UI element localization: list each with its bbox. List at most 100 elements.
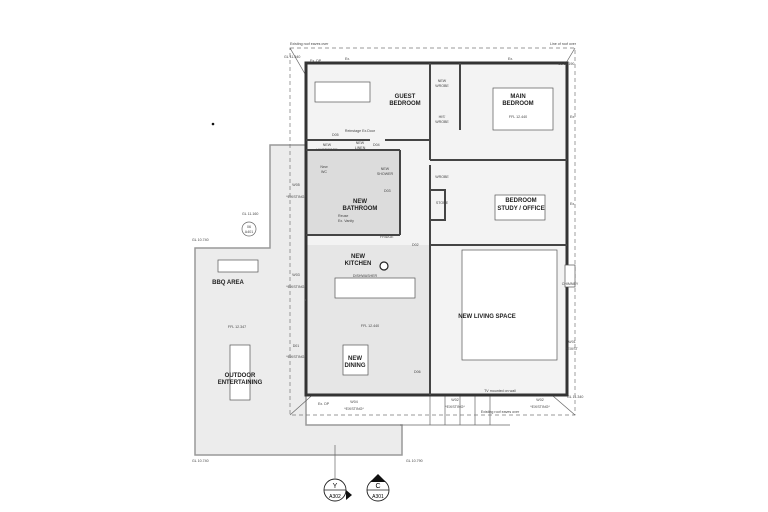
- ground-level: GL 11.340: [567, 395, 583, 399]
- ex-note: Ex.: [570, 202, 575, 206]
- eaves-note: Existing roof eaves over: [481, 410, 520, 414]
- ground-level: GL 11.540: [284, 55, 300, 59]
- door-tag: D06: [414, 370, 421, 374]
- svg-text:A301: A301: [372, 494, 384, 500]
- svg-text:A302: A302: [329, 494, 341, 500]
- window-tag: *EXISTING*: [286, 355, 306, 359]
- svg-text:Y: Y: [333, 483, 338, 490]
- wardrobe-label: WARDROBE: [316, 148, 338, 152]
- window-tag: W03: [292, 273, 299, 277]
- window-tag: *EXISTING*: [286, 195, 306, 199]
- window-tag: *EXIST: [566, 347, 579, 351]
- room-label-main: MAIN: [510, 94, 525, 100]
- ffl-label: FFL 12.347: [228, 325, 246, 329]
- dp-note: Ex. DP: [310, 59, 322, 63]
- room-label-outdoor: OUTDOOR: [225, 373, 256, 379]
- robe-label: HIS': [439, 115, 446, 119]
- shower-label: NEW: [381, 167, 390, 171]
- note: Reinstage Ex.Door: [345, 129, 376, 133]
- chimney: [564, 264, 576, 288]
- room-label-living: NEW LIVING SPACE: [458, 314, 516, 320]
- guest-bed: [314, 81, 371, 103]
- note: Reuse: [338, 214, 348, 218]
- room-label-main: BEDROOM: [502, 101, 533, 107]
- front-steps: [400, 395, 510, 426]
- ground-level: GL 11.160: [242, 212, 258, 216]
- window-tag: W01: [568, 340, 575, 344]
- section-marker-c[interactable]: C A301: [366, 474, 390, 502]
- roof-note: Line of roof over: [550, 42, 577, 46]
- svg-text:06: 06: [247, 225, 251, 229]
- wardrobe-label: NEW: [323, 143, 332, 147]
- section-marker-y[interactable]: Y A302: [323, 478, 352, 502]
- detail-reference: 06 A401: [241, 221, 257, 237]
- window-tag: *EXISTING*: [344, 407, 364, 411]
- bbq: [217, 259, 259, 273]
- dishwasher-label: DISHWASHER: [353, 274, 378, 278]
- sofa: [461, 249, 558, 361]
- robe-label: NEW: [438, 79, 447, 83]
- window-tag: W02: [536, 398, 543, 402]
- north-point: [379, 261, 389, 271]
- dp-note: Ex. DP: [318, 402, 330, 406]
- room-label-kitchen: KITCHEN: [345, 261, 372, 267]
- roof-note: Existing roof eaves over: [290, 42, 329, 46]
- room-label-bathroom: BATHROOM: [343, 206, 378, 212]
- room-label-bathroom: NEW: [353, 199, 367, 205]
- robe-label: WROBE: [435, 120, 449, 124]
- ex-note: Ex.: [570, 115, 575, 119]
- door-tag: D02: [412, 243, 419, 247]
- robe-label: WROBE: [435, 84, 449, 88]
- room-label-guest: GUEST: [395, 94, 416, 100]
- linen-label: LINEN: [355, 146, 366, 150]
- external-wall: [304, 61, 569, 397]
- door-tag: D03: [384, 189, 391, 193]
- dining-table: [342, 344, 369, 376]
- wc-label: WC: [321, 170, 327, 174]
- study-desk: [494, 194, 546, 221]
- window-tag: D01: [293, 344, 300, 348]
- bathroom-floor: [306, 150, 400, 235]
- svg-text:A401: A401: [245, 230, 253, 234]
- wc-label: New: [320, 165, 328, 169]
- door-tag: D05: [332, 133, 339, 137]
- roof-line: [289, 47, 576, 416]
- linen-label: NEW: [356, 141, 365, 145]
- room-label-kitchen: NEW: [351, 254, 365, 260]
- door-tag: D04: [373, 143, 380, 147]
- room-label-dining: NEW: [348, 356, 362, 362]
- room-label-outdoor: ENTERTAINING: [218, 380, 263, 386]
- main-bed: [492, 87, 554, 131]
- ground-level: GL 10.740: [192, 459, 209, 463]
- fridge-label: FRIDGE: [380, 235, 394, 239]
- window-tag: W04: [350, 400, 357, 404]
- room-label-study: STUDY / OFFICE: [497, 206, 544, 212]
- ex-note: Ex.: [508, 57, 513, 61]
- outdoor-table: [229, 344, 251, 401]
- window-tag: *EXISTING*: [530, 405, 550, 409]
- svg-text:C: C: [375, 483, 380, 490]
- ffl-label: FFL 12.440: [509, 115, 527, 119]
- ground-level: GL 11.190: [558, 62, 574, 66]
- shower-label: SHOWER: [377, 172, 394, 176]
- room-label-dining: DINING: [345, 363, 366, 369]
- room-label-guest: BEDROOM: [389, 101, 420, 107]
- tv-note: TV mounted on wall: [484, 389, 516, 393]
- room-label-study: BEDROOM: [505, 198, 536, 204]
- window-tag: W05: [292, 183, 299, 187]
- window-tag: *EXISTING*: [286, 285, 306, 289]
- chimney-label: CHIMNEY: [562, 282, 579, 286]
- wrobe-label: WROBE: [435, 175, 449, 179]
- ground-level: GL 10.790: [406, 459, 423, 463]
- kitchen-island: [334, 277, 416, 299]
- bbq-label: BBQ AREA: [212, 280, 244, 286]
- store-label: STORE: [436, 201, 449, 205]
- internal-walls: [305, 63, 567, 395]
- dot-mark: [211, 122, 215, 126]
- ffl-label: FFL 12.440: [361, 324, 379, 328]
- window-tag: *EXISTING*: [445, 405, 465, 409]
- ground-level: GL 10.740: [192, 238, 209, 242]
- ex-note: Ex.: [345, 57, 350, 61]
- note: Ex. Vanity: [338, 219, 354, 223]
